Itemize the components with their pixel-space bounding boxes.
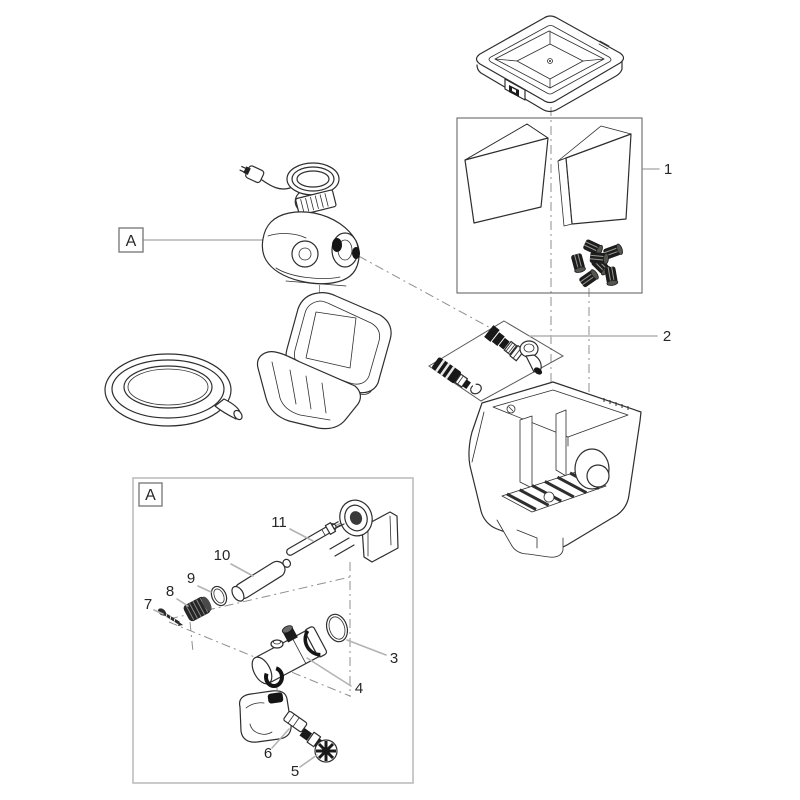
uvc-head-unit [327, 499, 399, 563]
callout-7: 7 [144, 596, 152, 613]
quartz-glass-tube [231, 558, 292, 602]
leader-5 [299, 754, 318, 768]
rim-teeth [603, 398, 629, 410]
outlet-boss [574, 448, 610, 490]
leader-8 [176, 598, 189, 607]
power-cable-coil [261, 162, 340, 211]
leader-7 [153, 609, 164, 615]
hose-coil [104, 353, 243, 427]
hose-clip [470, 383, 482, 395]
callout-3: 3 [390, 650, 398, 667]
ref-marker-main-box [118, 227, 144, 253]
callout-10: 10 [214, 547, 231, 564]
callout-11: 11 [271, 514, 287, 531]
pump-housing-shell [256, 292, 392, 430]
callout-9: 9 [187, 570, 195, 587]
callout-2: 2 [663, 328, 671, 345]
pump-motor [261, 189, 360, 287]
leader-11 [289, 528, 314, 542]
bio-media-cluster [570, 238, 625, 289]
coarse-foam-block [464, 123, 549, 224]
leader-3 [346, 639, 387, 656]
callout-6: 6 [264, 745, 272, 762]
connector-kit [428, 320, 565, 402]
lid-latch [504, 78, 526, 101]
connector-kit-frame [428, 320, 565, 402]
callout-5: 5 [291, 763, 299, 780]
o-ring-small [210, 585, 228, 607]
fine-foam-block [557, 125, 632, 227]
pump-unit [142, 162, 360, 287]
screw [157, 608, 183, 626]
ref-marker-main: A [126, 233, 137, 250]
filter-lid [475, 15, 625, 113]
detail-view-frame [132, 477, 414, 784]
filter-container [468, 381, 642, 558]
pump-bottom-housing [238, 690, 308, 743]
ref-marker-detail: A [145, 487, 156, 504]
hose-tail-connector [484, 325, 525, 362]
elbow-fitting [519, 340, 543, 375]
knurled-nut [183, 596, 212, 622]
vent-grid [305, 311, 357, 369]
uv-lamp [286, 521, 341, 556]
leader-4 [306, 657, 352, 687]
callout-1: 1 [664, 161, 672, 178]
media-set-frame [456, 117, 643, 294]
ref-marker-detail-box [138, 482, 163, 507]
callout-4: 4 [355, 680, 363, 697]
front-foot [496, 519, 564, 558]
filter-media-set [456, 117, 643, 294]
o-ring-large [325, 613, 349, 643]
barbed-fitting [432, 357, 471, 390]
leader-6 [271, 728, 290, 749]
callout-8: 8 [166, 583, 174, 600]
power-plug [239, 165, 265, 184]
impeller-rotor [299, 728, 338, 763]
leader-10 [230, 563, 254, 577]
detail-view-a: A 11 [132, 477, 414, 784]
uvc-housing [251, 625, 328, 688]
leader-9 [197, 585, 212, 593]
